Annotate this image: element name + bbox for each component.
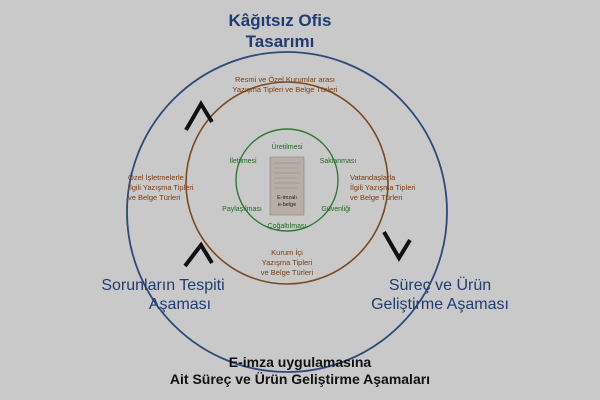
center-document-icon	[269, 156, 305, 216]
outer-ring	[126, 51, 448, 373]
inner-label-iletilmesi: İletilmesi	[229, 158, 257, 165]
middle-label-right: Vatandaşlarla İlgili Yazışma Tipleri ve …	[350, 173, 440, 203]
phase-right-label: Süreç ve Ürün Geliştirme Aşaması	[340, 276, 540, 314]
inner-label-cogaltilmasi: Çoğaltılması	[267, 223, 307, 230]
document-text-lines	[274, 162, 300, 189]
middle-label-left-line-3: ve Belge Türleri	[128, 193, 181, 202]
middle-label-bottom-line-1: Kurum İçi	[271, 248, 303, 257]
diagram-title: Kâğıtsız Ofis Tasarımı	[190, 10, 370, 52]
phase-left-label: Sorunların Tespiti Aşaması	[58, 276, 268, 314]
center-document-line-1: E-imzalı	[277, 195, 297, 201]
inner-ring	[235, 128, 339, 232]
middle-label-top-line-1: Resmi ve Özel Kurumlar arası	[234, 75, 336, 84]
phase-left-line-2: Aşaması	[148, 296, 212, 313]
center-document-label: E-imzalı e-belge	[270, 195, 304, 209]
inner-label-uretilmesi: Üretilmesi	[271, 144, 303, 151]
arrow-bottom-right-icon	[382, 231, 412, 262]
middle-label-right-line-3: ve Belge Türleri	[350, 193, 403, 202]
arrow-top-left-icon	[184, 100, 214, 131]
middle-label-top-line-2: Yazışma Tipleri ve Belge Türleri	[232, 85, 338, 94]
caption-line-1: E-imza uygulamasına	[228, 354, 372, 370]
middle-label-right-line-2: İlgili Yazışma Tipleri	[350, 183, 416, 192]
diagram-caption: E-imza uygulamasına Ait Süreç ve Ürün Ge…	[100, 354, 500, 388]
phase-right-line-1: Süreç ve Ürün	[388, 277, 492, 294]
middle-label-left-line-1: Özel İşletmelerle	[128, 173, 184, 182]
inner-label-guvenligi: Güvenliği	[321, 206, 351, 213]
middle-label-right-line-1: Vatandaşlarla	[350, 173, 396, 182]
middle-ring	[185, 81, 389, 285]
center-document-line-2: e-belge	[277, 202, 297, 208]
middle-label-left: Özel İşletmelerle İlgili Yazışma Tipleri…	[128, 173, 220, 203]
phase-left-line-1: Sorunların Tespiti	[101, 277, 225, 294]
middle-label-top: Resmi ve Özel Kurumlar arası Yazışma Tip…	[200, 75, 370, 95]
middle-label-bottom-line-3: ve Belge Türleri	[260, 268, 314, 277]
middle-label-bottom: Kurum İçi Yazışma Tipleri ve Belge Türle…	[245, 248, 329, 278]
title-line-2: Tasarımı	[245, 32, 315, 51]
inner-label-saklanmasi: Saklanması	[319, 158, 357, 165]
caption-line-2: Ait Süreç ve Ürün Geliştirme Aşamaları	[169, 371, 431, 387]
title-line-1: Kâğıtsız Ofis	[228, 11, 332, 30]
middle-label-left-line-2: İlgili Yazışma Tipleri	[128, 183, 194, 192]
arrow-bottom-left-icon	[183, 241, 214, 268]
phase-right-line-2: Geliştirme Aşaması	[371, 296, 509, 313]
middle-label-bottom-line-2: Yazışma Tipleri	[261, 258, 313, 267]
inner-label-paylasilmasi: Paylaşılması	[222, 206, 262, 213]
